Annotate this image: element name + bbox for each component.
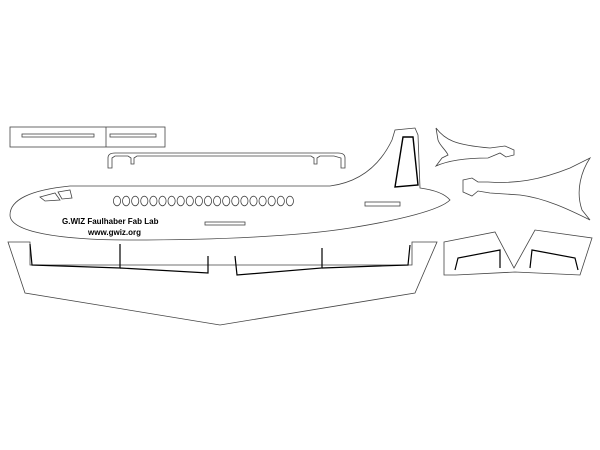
rear-hatch (364, 201, 401, 207)
passenger-window (131, 195, 140, 207)
wing-slot (29, 243, 121, 269)
cockpit-window (57, 189, 73, 200)
fuselage (9, 127, 451, 241)
passenger-window (113, 195, 122, 207)
tail-wing-slot (454, 249, 501, 271)
passenger-window (258, 195, 267, 207)
passenger-window (213, 195, 222, 207)
stabilizer-upper (434, 127, 515, 167)
top-rail (107, 152, 346, 169)
tail-wing-slot (529, 249, 579, 271)
passenger-window (267, 195, 276, 207)
passenger-window (231, 195, 240, 207)
passenger-window (203, 195, 212, 207)
passenger-window (140, 195, 149, 207)
wing-slot (119, 256, 209, 274)
passenger-window (158, 195, 167, 207)
passenger-window (194, 195, 203, 207)
passenger-windows (113, 195, 294, 207)
passenger-window (249, 195, 258, 207)
wing-slot (234, 248, 323, 276)
tail-fin (394, 136, 419, 188)
passenger-window (122, 195, 131, 207)
passenger-window (185, 195, 194, 207)
cockpit-window (39, 192, 61, 202)
passenger-window (285, 195, 294, 207)
passenger-window (222, 195, 231, 207)
fab-lab-title: G.WIZ Faulhaber Fab Lab (62, 217, 159, 226)
passenger-window (240, 195, 249, 207)
fab-lab-url: www.gwiz.org (87, 228, 141, 237)
stabilizer-lower (462, 156, 592, 221)
wing-slot (321, 244, 411, 269)
passenger-window (276, 195, 285, 207)
passenger-window (149, 195, 158, 207)
cargo-door (204, 221, 246, 226)
passenger-window (167, 195, 176, 207)
main-wing (7, 241, 438, 326)
tail-wing (443, 229, 593, 276)
passenger-window (176, 195, 185, 207)
tab-strip (9, 126, 166, 148)
